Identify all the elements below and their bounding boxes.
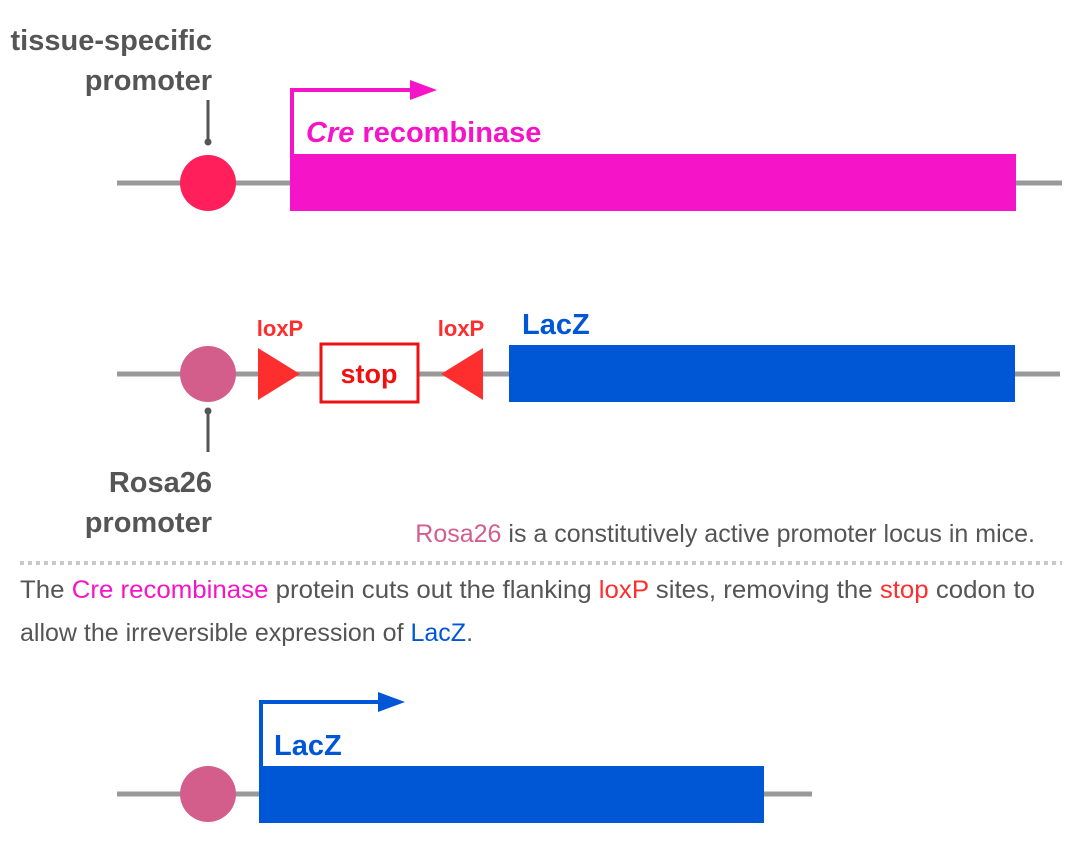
lacz-tss-arrow-line — [259, 700, 380, 766]
rosa26-note-highlight: Rosa26 — [415, 520, 501, 548]
loxp-right-label: loxP — [438, 316, 484, 341]
explanation-segment: stop — [880, 576, 929, 604]
rosa26-promoter-circle — [180, 346, 236, 402]
explanation-segment: The — [20, 576, 72, 604]
lacz-gene-block — [509, 345, 1015, 402]
explanation-segment: LacZ — [410, 619, 466, 647]
explanation-segment: . — [466, 619, 473, 647]
cre-gene-block — [290, 154, 1016, 211]
rosa26-promoter-circle-result — [180, 766, 236, 822]
rosa26-note: Rosa26 is a constitutively active promot… — [415, 520, 1035, 548]
rosa26-promoter-label: promoter — [85, 507, 212, 539]
explanation-segment: loxP — [599, 576, 649, 604]
explanation-line-1: The Cre recombinase protein cuts out the… — [20, 576, 1035, 604]
tissue-specific-label: tissue-specific — [11, 25, 212, 57]
loxp-left-triangle — [258, 348, 300, 400]
rosa26-label: Rosa26 — [109, 467, 212, 499]
connector-dot — [204, 138, 212, 146]
cre-italic-label: Cre — [306, 117, 354, 149]
lacz-label-result: LacZ — [274, 730, 342, 762]
explanation-segment: sites, removing the — [649, 576, 880, 604]
explanation-segment: protein cuts out the flanking — [268, 576, 598, 604]
stop-label: stop — [341, 359, 398, 389]
lacz-gene-block-result — [259, 766, 764, 823]
lacz-label: LacZ — [522, 309, 590, 341]
loxp-right-triangle — [441, 348, 483, 400]
cre-recombinase-label: Cre recombinase — [306, 117, 541, 149]
loxp-left-label: loxP — [257, 316, 303, 341]
cre-tss-arrow-line — [290, 88, 412, 154]
explanation-segment: Cre recombinase — [72, 576, 269, 604]
stop-codon-box — [319, 342, 420, 404]
explanation-segment: codon to — [929, 576, 1035, 604]
rosa26-note-rest: is a constitutively active promoter locu… — [501, 520, 1035, 548]
explanation-line-2: allow the irreversible expression of Lac… — [20, 619, 473, 647]
construct-cre: tissue-specific promoter Cre recombinase — [11, 25, 1062, 211]
promoter-label: promoter — [85, 65, 212, 97]
construct-reporter: stop loxP loxP LacZ Rosa26 promoter Rosa… — [85, 309, 1060, 548]
construct-result: LacZ — [117, 692, 812, 823]
explanation-segment: allow the irreversible expression of — [20, 619, 410, 647]
recombinase-label: recombinase — [354, 117, 541, 149]
tissue-specific-promoter-circle — [180, 155, 236, 211]
cre-tss-arrowhead — [410, 80, 437, 100]
lacz-tss-arrowhead — [378, 692, 405, 712]
